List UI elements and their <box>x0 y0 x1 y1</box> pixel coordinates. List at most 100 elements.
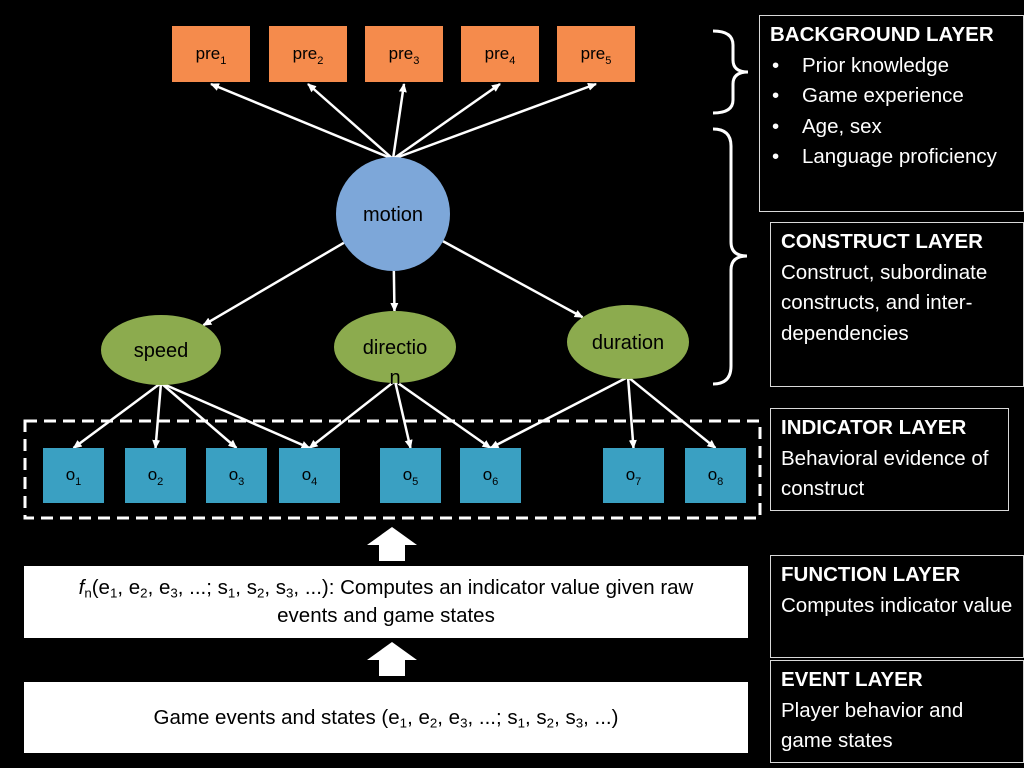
formula-subscript: 3 <box>286 585 294 601</box>
edge-arrow <box>72 381 162 450</box>
formula-subscript: 1 <box>399 715 408 731</box>
formula-subscript: 1 <box>109 585 118 601</box>
formula-subscript: 3 <box>460 715 468 731</box>
background-node-label: pre3 <box>389 44 420 67</box>
formula-text: , ...; s <box>177 576 228 599</box>
construct-layer-box: CONSTRUCT LAYER Construct, subordinate c… <box>770 222 1024 387</box>
indicator-node <box>279 448 340 503</box>
up-arrow-icon <box>367 527 417 561</box>
edge-arrow <box>308 380 396 449</box>
edge-arrow <box>202 241 345 327</box>
edge-arrow <box>489 375 629 450</box>
edge-arrow <box>392 82 501 161</box>
background-layer-item: Age, sex <box>770 112 1013 143</box>
formula-subscript: 3 <box>170 585 178 601</box>
formula-subscript: 1 <box>227 585 236 601</box>
edge-arrow <box>627 376 717 449</box>
indicator-node-label: o6 <box>483 465 499 488</box>
formula-text: , s <box>235 576 257 599</box>
formula-text: , e <box>147 576 171 599</box>
background-layer-box: BACKGROUND LAYER Prior knowledge Game ex… <box>759 15 1024 212</box>
nodes: pre1 pre2 pre3 pre4 pre5 motion speed directio d… <box>43 26 746 503</box>
background-layer-list: Prior knowledge Game experience Age, sex… <box>770 51 1013 173</box>
formula-text: Game events and states (e <box>153 706 400 729</box>
background-layer-item: Game experience <box>770 81 1013 112</box>
edge-arrow <box>626 376 637 449</box>
indicator-node <box>380 448 441 503</box>
edges <box>72 82 717 450</box>
indicator-node <box>125 448 186 503</box>
function-layer-title: FUNCTION LAYER <box>781 563 961 586</box>
subconstruct-node <box>101 315 221 385</box>
function-layer-box: FUNCTION LAYER Computes indicator value <box>770 555 1024 658</box>
formula-subscript: 2 <box>140 585 148 601</box>
subconstruct-node <box>567 305 689 379</box>
background-layer-item: Language proficiency <box>770 142 1013 173</box>
edge-arrow <box>394 379 492 450</box>
event-layer-text: Player behavior and game states <box>781 698 964 753</box>
indicator-layer-title: INDICATOR LAYER <box>781 416 967 439</box>
subconstruct-node-label: duration <box>592 332 664 354</box>
indicator-node-label: o3 <box>229 465 245 488</box>
formula-text: , ...): Computes an indicator value give… <box>277 576 694 627</box>
edge-arrow <box>390 270 399 313</box>
edge-arrow <box>442 240 584 319</box>
indicator-layer-box: INDICATOR LAYER Behavioral evidence of c… <box>770 408 1009 511</box>
background-node-label: pre5 <box>581 44 612 67</box>
subconstruct-node-label: directio <box>363 337 427 359</box>
indicator-node-label: o4 <box>302 465 318 488</box>
event-box: Game events and states (e1, e2, e3, ...;… <box>24 682 748 753</box>
indicator-group-frame <box>23 419 762 520</box>
edge-arrow <box>152 382 163 449</box>
construct-node <box>336 157 450 271</box>
indicator-node-label: o2 <box>148 465 164 488</box>
formula-subscript: 2 <box>256 585 265 601</box>
indicator-layer-text: Behavioral evidence of construct <box>781 446 989 501</box>
up-arrow-icon <box>367 642 417 676</box>
edge-arrow <box>392 82 597 161</box>
formula-text: , ...; s <box>467 706 518 729</box>
formula-subscript: 2 <box>429 715 438 731</box>
background-node <box>557 26 635 82</box>
edge-arrow <box>160 382 238 449</box>
indicator-node <box>603 448 664 503</box>
background-layer-title: BACKGROUND LAYER <box>770 23 994 46</box>
formula-subscript: 1 <box>517 715 526 731</box>
background-node-label: pre1 <box>196 44 227 67</box>
edge-arrow <box>307 83 394 160</box>
construct-layer-title: CONSTRUCT LAYER <box>781 230 983 253</box>
event-formula: Game events and states (e1, e2, e3, ...;… <box>154 706 619 729</box>
function-subscript: n <box>84 585 92 601</box>
indicator-node <box>685 448 746 503</box>
indicator-node-label: o8 <box>708 465 724 488</box>
formula-subscript: 3 <box>575 715 584 731</box>
function-symbol: f <box>78 576 85 599</box>
indicator-node-label: o5 <box>403 465 419 488</box>
construct-node-label: motion <box>363 204 423 226</box>
indicator-node <box>460 448 521 503</box>
subconstruct-node-label: speed <box>134 340 189 362</box>
formula-text: , s <box>554 706 576 729</box>
indicator-node <box>43 448 104 503</box>
formula-text: (e <box>91 576 110 599</box>
background-layer-item: Prior knowledge <box>770 51 1013 82</box>
background-node-label: pre4 <box>485 44 516 67</box>
formula-text: , s <box>264 576 287 599</box>
background-node <box>461 26 539 82</box>
background-node-label: pre2 <box>293 44 324 67</box>
formula-text: , e <box>117 576 141 599</box>
edge-arrow <box>160 381 311 450</box>
function-box: fn(e1, e2, e3, ...; s1, s2, s3, ...): Co… <box>24 566 748 638</box>
subconstruct-label-overflow: n <box>389 367 400 389</box>
indicator-node-label: o1 <box>66 465 82 488</box>
edge-arrow <box>391 83 407 160</box>
edge-arrow <box>210 82 394 161</box>
event-layer-title: EVENT LAYER <box>781 668 923 691</box>
event-layer-box: EVENT LAYER Player behavior and game sta… <box>770 660 1024 763</box>
construct-brace <box>712 127 748 386</box>
formula-text: , ...) <box>583 706 619 729</box>
indicator-node-label: o7 <box>626 465 642 488</box>
construct-layer-text: Construct, subordinate constructs, and i… <box>781 260 988 345</box>
formula-text: , e <box>407 706 430 729</box>
